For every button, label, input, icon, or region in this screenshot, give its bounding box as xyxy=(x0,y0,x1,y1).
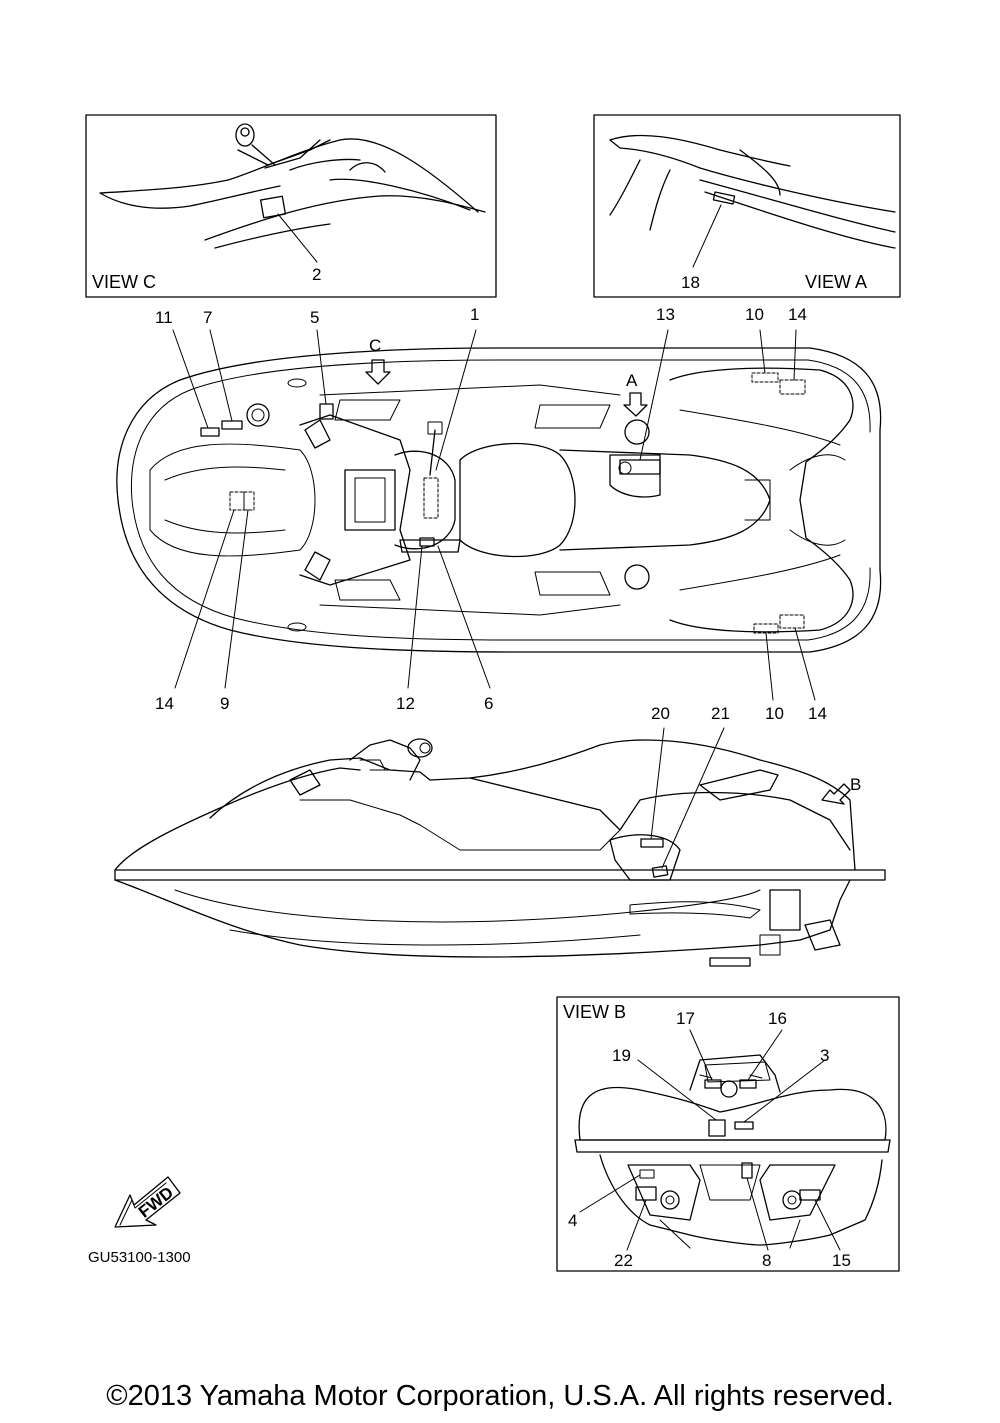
callout-6: 6 xyxy=(484,694,493,713)
callout-5: 5 xyxy=(310,308,319,327)
callout-20: 20 xyxy=(651,704,670,723)
callout-view-a-18: 18 xyxy=(681,273,700,292)
callout-13: 13 xyxy=(656,305,675,324)
callout-19: 19 xyxy=(612,1046,631,1065)
fwd-badge-text: FWD xyxy=(135,1183,177,1222)
callout-1: 1 xyxy=(470,305,479,324)
callout-11: 11 xyxy=(155,308,173,327)
arrow-c: C xyxy=(365,336,391,385)
callout-4: 4 xyxy=(568,1211,577,1230)
callout-14-bottom-right: 14 xyxy=(808,704,827,723)
callout-22: 22 xyxy=(614,1251,633,1270)
callout-10-bottom: 10 xyxy=(765,704,784,723)
svg-text:C: C xyxy=(369,336,381,355)
view-c-label: VIEW C xyxy=(92,272,156,292)
callout-15: 15 xyxy=(832,1251,851,1270)
arrow-b: B xyxy=(821,775,861,805)
top-view-hull xyxy=(116,347,882,653)
fwd-arrow-icon: FWD xyxy=(114,1176,181,1228)
side-view-leaders xyxy=(650,727,725,869)
callout-12: 12 xyxy=(396,694,415,713)
callout-21: 21 xyxy=(711,704,730,723)
copyright-notice: ©2013 Yamaha Motor Corporation, U.S.A. A… xyxy=(106,1380,894,1412)
callout-16: 16 xyxy=(768,1009,787,1028)
callout-7: 7 xyxy=(203,308,212,327)
view-b-leaders xyxy=(579,1029,841,1251)
callout-10-top: 10 xyxy=(745,305,764,324)
view-b-panel: VIEW B xyxy=(556,996,900,1272)
view-c-panel: 2 VIEW C xyxy=(85,114,497,298)
drawing-code: GU53100-1300 xyxy=(88,1249,191,1266)
svg-text:A: A xyxy=(626,371,638,390)
arrow-a: A xyxy=(623,371,648,417)
callout-view-c-2: 2 xyxy=(312,265,321,284)
side-view-hull xyxy=(114,738,886,967)
svg-text:B: B xyxy=(850,775,861,794)
top-view-leaders xyxy=(172,329,816,701)
callout-3: 3 xyxy=(820,1046,829,1065)
callout-17: 17 xyxy=(676,1009,695,1028)
callout-8: 8 xyxy=(762,1251,771,1270)
callout-9: 9 xyxy=(220,694,229,713)
callout-14-top: 14 xyxy=(788,305,807,324)
view-b-label: VIEW B xyxy=(563,1002,626,1022)
view-a-panel: 18 VIEW A xyxy=(593,114,901,298)
callout-14-bottom: 14 xyxy=(155,694,174,713)
view-a-label: VIEW A xyxy=(805,272,867,292)
